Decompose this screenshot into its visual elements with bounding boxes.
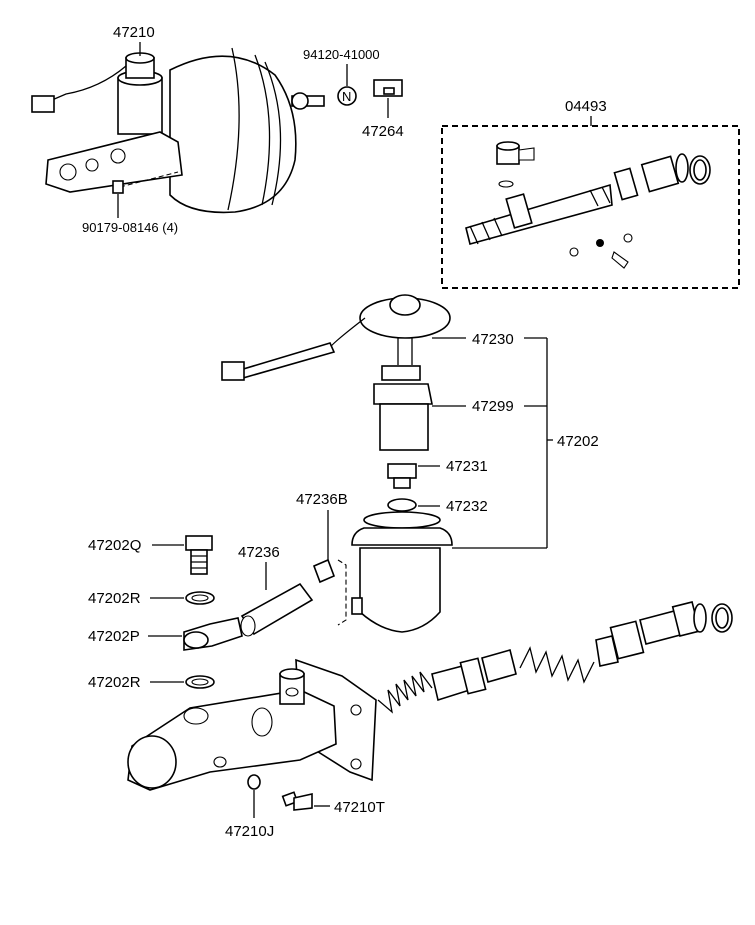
- label-04493: 04493: [565, 98, 607, 115]
- label-47210J: 47210J: [225, 823, 274, 840]
- brake-booster-assembly: [31, 47, 325, 218]
- label-47202P: 47202P: [88, 628, 140, 645]
- label-47236: 47236: [238, 544, 280, 561]
- label-94120-41000: 94120-41000: [303, 47, 380, 62]
- label-47210: 47210: [113, 24, 155, 41]
- label-47202Q: 47202Q: [88, 537, 141, 554]
- hose-fittings: [183, 535, 336, 689]
- piston-assembly: [377, 601, 733, 714]
- label-47299: 47299: [472, 398, 514, 415]
- circle-marker: N: [342, 89, 351, 104]
- clip-47264: [373, 79, 403, 97]
- n-marker-icon: [337, 86, 357, 106]
- bracket-47202: [452, 337, 553, 549]
- label-47202: 47202: [557, 433, 599, 450]
- label-47236B: 47236B: [296, 491, 348, 508]
- label-47210T: 47210T: [334, 799, 385, 816]
- master-cylinder-body: [127, 658, 377, 791]
- label-47202R-top: 47202R: [88, 590, 141, 607]
- label-47264: 47264: [362, 123, 404, 140]
- label-47232: 47232: [446, 498, 488, 515]
- label-47230: 47230: [472, 331, 514, 348]
- repair-kit-parts: [465, 141, 711, 269]
- label-90179-08146: 90179-08146 (4): [82, 220, 178, 235]
- label-47231: 47231: [446, 458, 488, 475]
- cylinder-hardware: [247, 774, 313, 811]
- label-47202R-bottom: 47202R: [88, 674, 141, 691]
- reservoir-assembly: [221, 294, 453, 633]
